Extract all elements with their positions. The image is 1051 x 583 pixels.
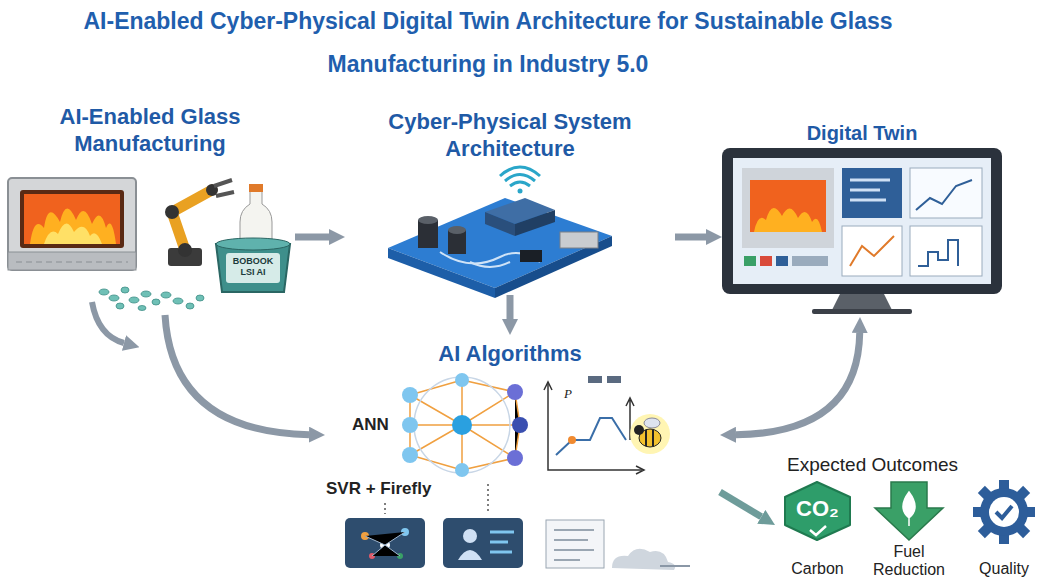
connector-arrow (507, 295, 514, 319)
flow-arrow (92, 302, 124, 343)
stage-group: Cyber-Physical System Architecture (345, 105, 675, 295)
badge-text: CO₂ (780, 496, 855, 522)
neural-network (402, 373, 528, 477)
outcomes-group: Expected OutcomesCO₂ Carbon Fuel Reduction… (775, 450, 1047, 581)
result-cards (345, 518, 690, 570)
group-heading: Expected Outcomes (787, 453, 1042, 477)
stage-group: AI Algorithms (325, 335, 720, 580)
firefly-icon (630, 414, 670, 454)
outcome-label: Fuel Reduction (867, 543, 951, 579)
connector-arrow (675, 234, 706, 241)
glass-granules (99, 287, 204, 311)
furnace-figure (8, 178, 136, 270)
cps-board (388, 167, 612, 298)
stage-heading: Digital Twin (722, 120, 1002, 146)
chart-symbol: P (564, 386, 580, 401)
gear-shape (965, 480, 1043, 544)
bottle-bucket (216, 184, 290, 292)
connector-arrow (165, 315, 309, 435)
optimization-chart (544, 376, 644, 474)
connector-arrow (736, 333, 860, 435)
connector-arrow (720, 492, 761, 517)
algorithm-label: ANN (352, 414, 396, 436)
stage-heading: Cyber-Physical System Architecture (345, 108, 675, 162)
outcome-label: Quality (965, 560, 1043, 578)
bucket-label: BOBOOK LSI AI (229, 256, 277, 278)
outcome-badge: CO₂ Carbon (780, 480, 855, 580)
outcome-badge: Quality (965, 480, 1043, 580)
stage-group: Digital Twin (722, 112, 1002, 317)
monitor-figure (722, 148, 1002, 314)
connector-arrow (295, 234, 329, 241)
diagram-title: AI-Enabled Cyber-Physical Digital Twin A… (28, 0, 948, 86)
algorithm-label: SVR + Firefly (326, 478, 456, 500)
stage-group: AI-Enabled Glass Manufacturing (5, 98, 295, 315)
outcome-label: Carbon (780, 560, 855, 578)
arrow-shape (867, 480, 951, 542)
stage-heading: AI Algorithms (325, 340, 695, 367)
outcome-badge: Fuel Reduction (867, 480, 951, 581)
stage-heading: AI-Enabled Glass Manufacturing (15, 103, 285, 157)
